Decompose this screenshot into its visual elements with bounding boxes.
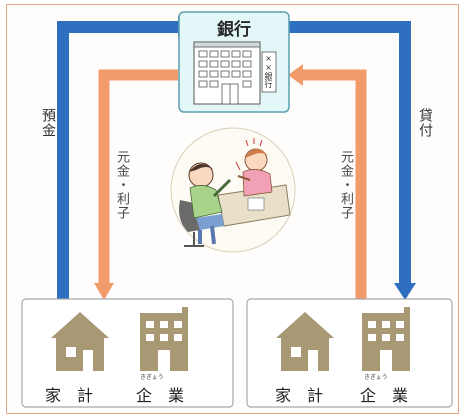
right-company-ruby: きぎょう <box>364 374 388 381</box>
left-company-label: 企 業 <box>136 386 185 405</box>
repay-right-arrowhead <box>288 64 303 86</box>
right-company-label: 企 業 <box>360 386 409 405</box>
repay-left-arrow <box>98 69 178 285</box>
principal-interest-right-label: 元金・利子 <box>338 150 353 220</box>
repay-left-arrowhead <box>94 283 114 300</box>
deposit-label: 預金 <box>40 108 56 138</box>
left-household-label: 家 計 <box>45 386 94 405</box>
left-company-ruby: きぎょう <box>140 374 164 381</box>
bank-title: 銀行 <box>217 20 251 40</box>
deposit-arrow <box>57 21 178 301</box>
house-icon <box>276 312 334 371</box>
bank-building-icon <box>193 41 277 105</box>
office-building-icon <box>362 307 410 371</box>
loan-arrow <box>288 21 411 285</box>
house-icon <box>51 312 109 371</box>
loan-arrowhead <box>394 283 416 300</box>
bank-sign: ××銀行 <box>264 54 273 88</box>
repay-right-arrow <box>302 69 367 301</box>
office-building-icon <box>140 307 188 371</box>
loan-label: 貸付 <box>417 108 433 138</box>
right-household-label: 家 計 <box>275 386 324 405</box>
principal-interest-left-label: 元金・利子 <box>114 150 129 220</box>
bank-counter-illustration <box>170 127 296 253</box>
